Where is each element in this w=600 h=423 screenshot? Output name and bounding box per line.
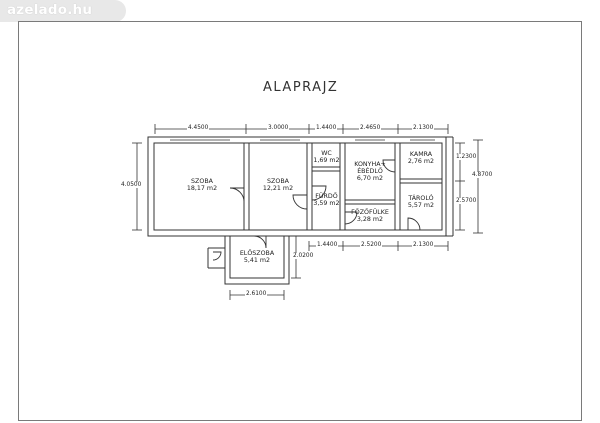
dim-top-3: 1.4400 bbox=[315, 125, 338, 131]
dim-entry-side: 2.0200 bbox=[292, 253, 315, 259]
dim-top-4: 2.4650 bbox=[359, 125, 382, 131]
door-swings bbox=[212, 159, 421, 261]
dim-bottom-1: 1.4400 bbox=[316, 242, 339, 248]
dim-top-1: 4.4500 bbox=[187, 125, 210, 131]
dim-bottom-2: 2.5200 bbox=[360, 242, 383, 248]
dim-right-inner-1: 1.2300 bbox=[455, 154, 478, 160]
dim-entry-bottom: 2.6100 bbox=[245, 291, 268, 297]
interior-walls bbox=[243, 143, 442, 230]
plan-title: ALAPRAJZ bbox=[263, 80, 339, 95]
drawing-frame bbox=[18, 21, 582, 421]
site-logo-badge: azelado.hu bbox=[0, 0, 126, 22]
dim-bottom-3: 2.1300 bbox=[412, 242, 435, 248]
dim-right-outer: 4.8700 bbox=[471, 172, 494, 178]
dim-left: 4.0500 bbox=[120, 182, 143, 188]
dim-right-inner-2: 2.5700 bbox=[455, 198, 478, 204]
dim-top-2: 3.0000 bbox=[267, 125, 290, 131]
dim-top-5: 2.1300 bbox=[412, 125, 435, 131]
site-logo-text: azelado.hu bbox=[7, 2, 93, 18]
